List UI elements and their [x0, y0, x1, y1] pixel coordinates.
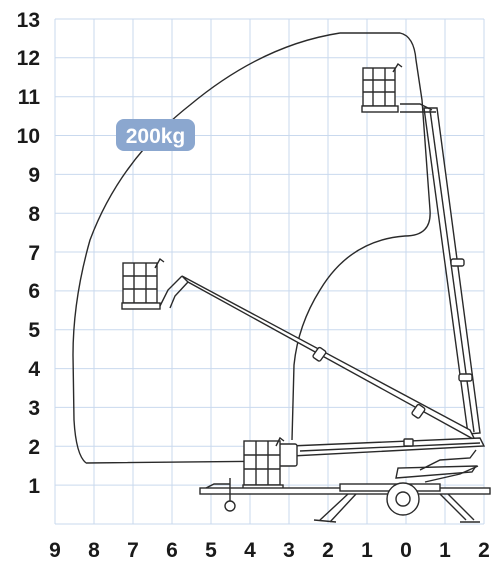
y-axis-labels: 13 12 11 10 9 8 7 6 5 4 3 2 1 [17, 9, 41, 498]
boom-joint [411, 403, 426, 419]
y-label: 9 [28, 164, 40, 187]
trailer-chassis [199, 449, 491, 523]
basket-middle-frame [122, 262, 158, 304]
y-label: 8 [28, 203, 40, 226]
boom-joint [278, 443, 298, 467]
jockey-wheel [224, 500, 236, 512]
basket-top [361, 62, 403, 113]
y-label: 10 [17, 125, 40, 148]
x-label: 3 [283, 539, 295, 562]
y-label: 1 [28, 475, 40, 498]
basket-bottom [242, 436, 285, 493]
y-label: 3 [28, 397, 40, 420]
basket-top-floor [361, 105, 399, 113]
wheel-hub [395, 491, 411, 507]
y-label: 12 [17, 47, 40, 70]
boom-joint [458, 373, 473, 382]
basket-middle-floor [121, 302, 161, 310]
y-label: 5 [28, 319, 40, 342]
x-label: 2 [322, 539, 334, 562]
y-label: 11 [18, 86, 41, 109]
y-label: 7 [28, 242, 40, 265]
boom-position-diagonal [121, 257, 477, 442]
x-label: 0 [400, 539, 412, 562]
boom-joint [450, 258, 465, 267]
x-label: 2 [478, 539, 490, 562]
basket-bottom-frame [243, 440, 281, 486]
y-label: 13 [17, 9, 40, 32]
turntable [395, 465, 478, 479]
y-label: 6 [28, 280, 40, 303]
x-label: 4 [244, 539, 256, 562]
badge-background [116, 119, 195, 151]
boom-joint [312, 346, 327, 362]
y-label: 2 [28, 436, 40, 459]
x-label: 1 [439, 539, 451, 562]
x-label: 9 [49, 539, 61, 562]
x-label: 6 [166, 539, 178, 562]
x-label: 5 [205, 539, 217, 562]
badge-label: 200kg [126, 125, 186, 148]
boom-joint [403, 438, 414, 447]
x-label: 8 [88, 539, 100, 562]
x-label: 7 [127, 539, 139, 562]
basket-top-frame [362, 67, 396, 107]
load-badge: 200kg [116, 119, 195, 151]
y-label: 4 [28, 358, 40, 381]
x-label: 1 [361, 539, 373, 562]
x-axis-labels: 9 8 7 6 5 4 3 2 1 0 1 2 [49, 539, 490, 562]
basket-middle [121, 257, 165, 310]
boom-position-vertical [361, 62, 481, 435]
